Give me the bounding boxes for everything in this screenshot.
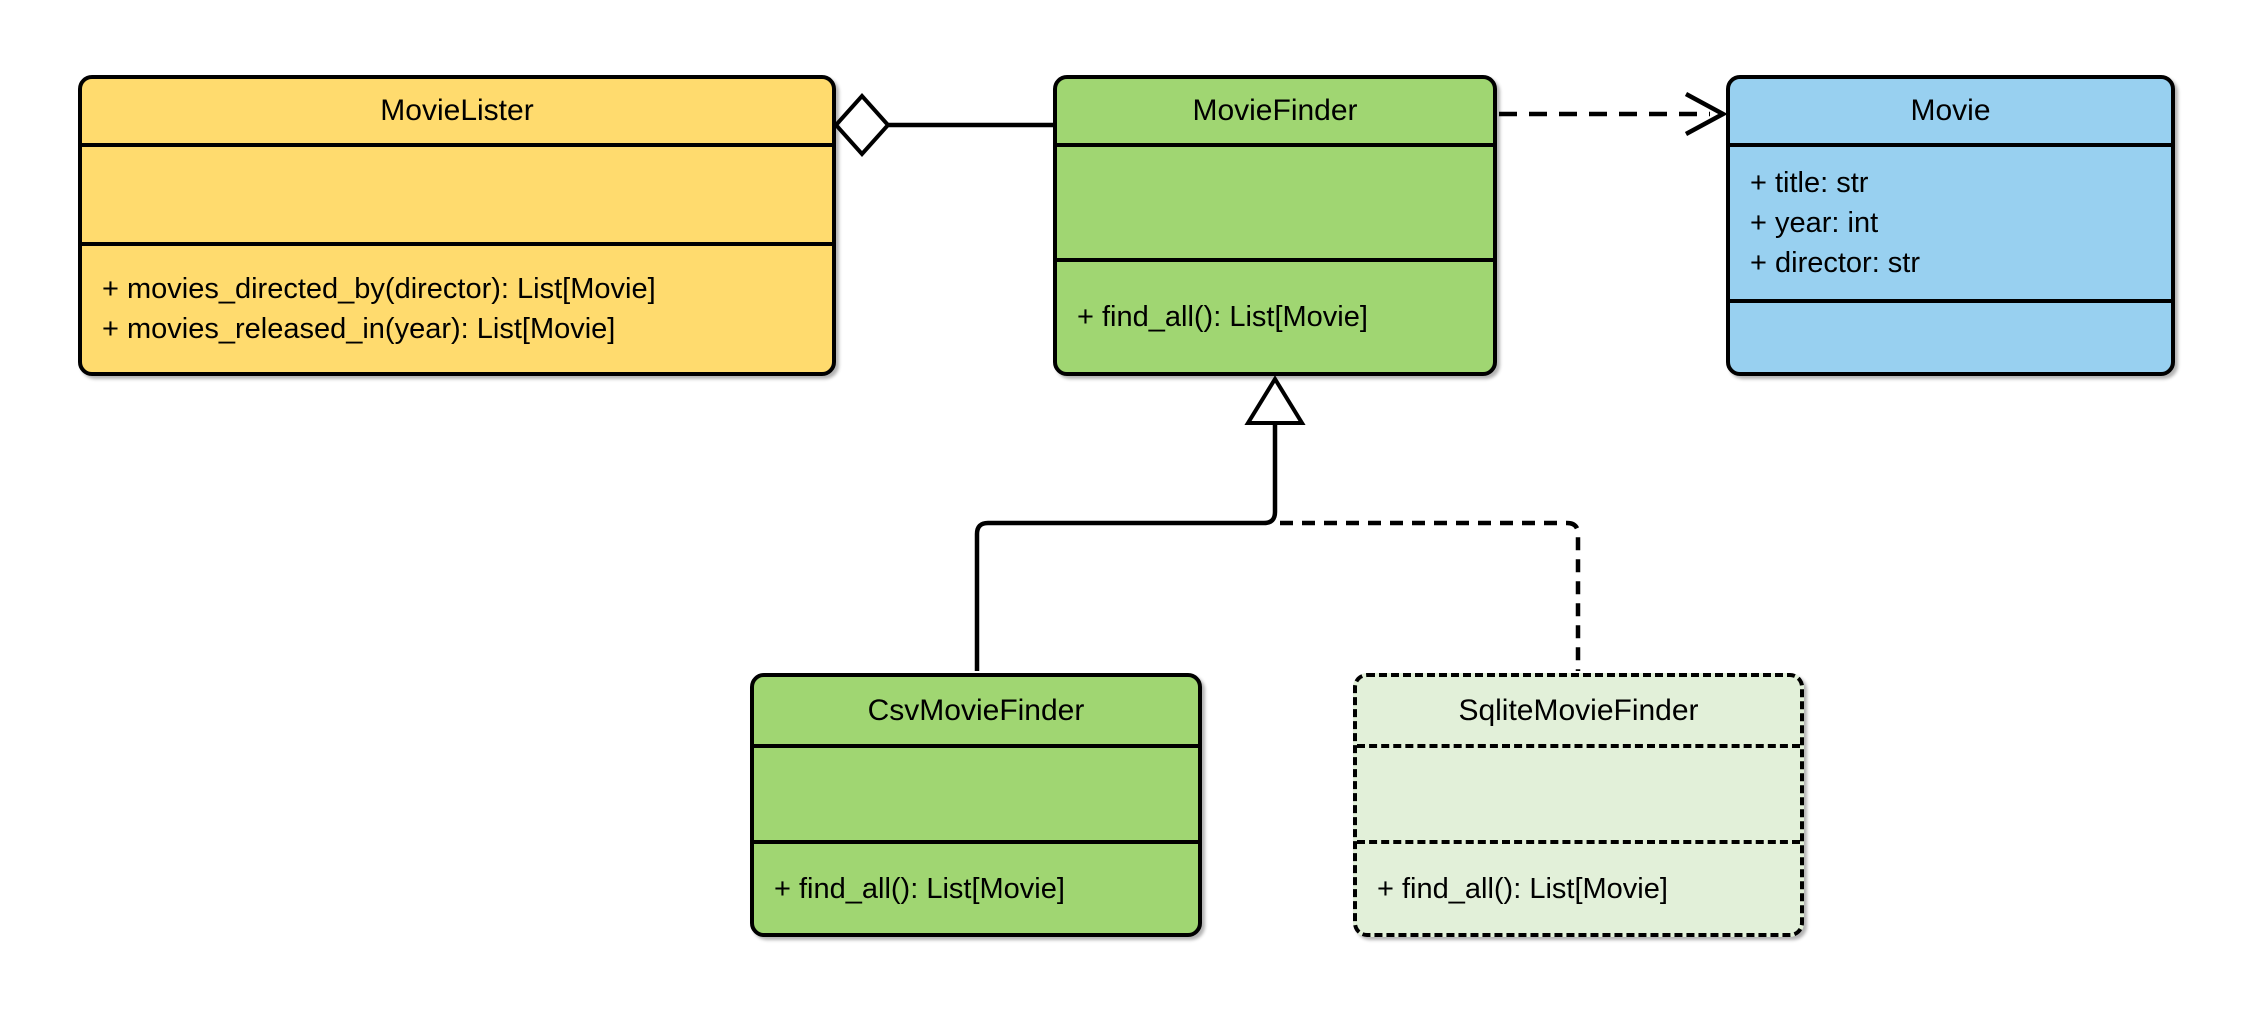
class-name: CsvMovieFinder xyxy=(867,693,1085,727)
class-name: SqliteMovieFinder xyxy=(1458,693,1699,727)
attribute-item: + director: str xyxy=(1750,247,1921,279)
methods-section: + find_all(): List[Movie] xyxy=(1357,840,1800,933)
methods-section: + find_all(): List[Movie] xyxy=(754,840,1198,933)
class-box-moviefinder: MovieFinder + find_all(): List[Movie] xyxy=(1053,75,1497,376)
class-box-sqlitemoviefinder: SqliteMovieFinder + find_all(): List[Mov… xyxy=(1353,673,1804,937)
aggregation-diamond xyxy=(833,93,891,157)
methods-section: + movies_directed_by(director): List[Mov… xyxy=(82,242,832,372)
class-box-csvmoviefinder: CsvMovieFinder + find_all(): List[Movie] xyxy=(750,673,1202,937)
attributes-section: + title: str + year: int + director: str xyxy=(1730,143,2171,299)
aggregation-connector xyxy=(833,93,1055,157)
methods-section xyxy=(1730,299,2171,372)
attributes-section xyxy=(1057,143,1493,258)
generalization-connector-dashed xyxy=(1280,520,1581,671)
attributes-section xyxy=(754,744,1198,840)
method-item: + movies_directed_by(director): List[Mov… xyxy=(102,273,656,305)
class-name: MovieLister xyxy=(380,94,534,127)
method-item: + find_all(): List[Movie] xyxy=(774,872,1065,905)
dependency-connector xyxy=(1499,92,1728,136)
method-item: + find_all(): List[Movie] xyxy=(1377,872,1668,905)
class-box-movie: Movie + title: str + year: int + directo… xyxy=(1726,75,2175,376)
generalization-connector-solid xyxy=(974,375,1306,671)
generalization-triangle xyxy=(1244,375,1306,425)
attribute-item: + title: str xyxy=(1750,167,1869,199)
method-item: + movies_released_in(year): List[Movie] xyxy=(102,313,616,345)
method-item: + find_all(): List[Movie] xyxy=(1077,301,1368,333)
attributes-section xyxy=(1357,744,1800,840)
class-name: Movie xyxy=(1910,94,1991,127)
methods-section: + find_all(): List[Movie] xyxy=(1057,258,1493,372)
class-name: MovieFinder xyxy=(1192,94,1358,127)
attribute-item: + year: int xyxy=(1750,207,1879,239)
attributes-section xyxy=(82,143,832,242)
class-box-movielister: MovieLister + movies_directed_by(directo… xyxy=(78,75,836,376)
dependency-arrowhead xyxy=(1684,92,1728,136)
